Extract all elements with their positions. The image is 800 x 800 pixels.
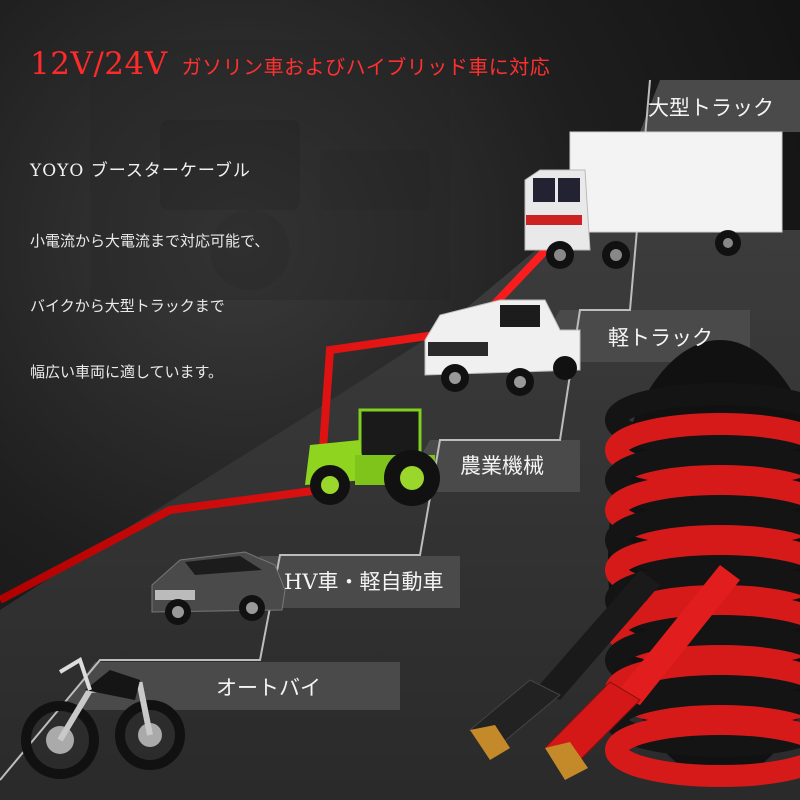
headline-voltage: 12V/24V bbox=[30, 46, 168, 82]
tractor-icon bbox=[305, 408, 440, 506]
step-label-light-truck: 軽トラック bbox=[608, 326, 713, 350]
step-shelves bbox=[60, 80, 800, 710]
pickup-truck-icon bbox=[424, 299, 581, 396]
step-label-motorcycle: オートバイ bbox=[216, 676, 321, 700]
black-clamp-icon bbox=[469, 570, 660, 760]
description-line: バイクから大型トラックまで bbox=[30, 297, 225, 315]
jumper-cable-coil bbox=[605, 340, 800, 787]
motorcycle-icon bbox=[21, 657, 185, 779]
step-label-large-truck: 大型トラック bbox=[648, 96, 774, 120]
description-line: 幅広い車両に適しています。 bbox=[30, 363, 224, 381]
engine-bay-backdrop bbox=[90, 40, 450, 300]
step-label-agricultural-machine: 農業機械 bbox=[460, 454, 544, 478]
headline: 12V/24V ガソリン車およびハイブリッド車に対応 bbox=[30, 46, 550, 82]
red-clamp-icon bbox=[544, 565, 740, 780]
product-name: YOYO ブースターケーブル bbox=[30, 161, 251, 181]
staircase-surface bbox=[0, 230, 800, 800]
car-icon bbox=[151, 551, 286, 625]
description-line: 小電流から大電流まで対応可能で、 bbox=[30, 232, 270, 250]
step-label-hybrid-car: HV車・軽自動車 bbox=[284, 570, 444, 594]
headline-compatibility: ガソリン車およびハイブリッド車に対応 bbox=[181, 55, 551, 79]
box-truck-icon bbox=[524, 131, 783, 269]
